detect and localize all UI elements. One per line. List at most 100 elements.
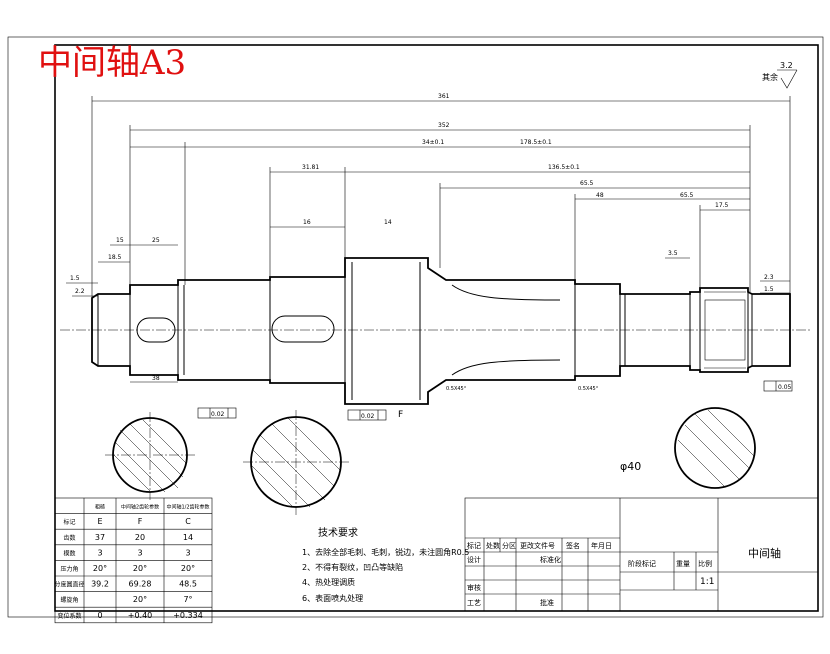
keyway-right: [271, 315, 335, 343]
gear-table: 粗糙 中间轴2齿轮参数中间轴1/2齿轮参数标记 E F C 齿数 37 20 14 模数 3 3 3 压力…: [54, 497, 213, 624]
dim-right-part: 178.5±0.1: [520, 139, 552, 146]
tb-zone: 分区: [502, 541, 516, 550]
dim-25: 25: [152, 237, 160, 244]
roughness-label: 其余: [762, 72, 778, 82]
tb-doc-no: 更改文件号: [520, 541, 555, 550]
gear-table-cell: 20: [135, 533, 145, 542]
gear-table-cell: C: [185, 517, 191, 526]
tb-part-name: 中间轴: [748, 546, 781, 560]
tech-item-2: 2、不得有裂纹，凹凸等缺陷: [302, 562, 403, 572]
tolerance-box-c: 0.05: [763, 380, 793, 392]
overlay-title: 中间轴A3: [38, 43, 186, 83]
dim-48: 48: [596, 192, 604, 199]
gear-table-header-cell: 中间轴1/2齿轮参数: [166, 504, 209, 511]
title-block: 标记 处数 分区 更改文件号 签名 年月日 设计 标准化 审核 工艺 批准 阶段…: [464, 497, 819, 612]
outer-border: [7, 36, 824, 618]
gear-table-cell: 48.5: [179, 580, 197, 589]
gear-table-cell: 变位系数: [57, 612, 81, 620]
gear-table-cell: 20°: [133, 595, 147, 604]
svg-text:0.02: 0.02: [211, 411, 225, 418]
dim-1-5: 1.5: [70, 275, 80, 282]
dim-span-bearing: 352: [438, 122, 450, 129]
shaft-profile: [91, 257, 791, 405]
tech-heading: 技术要求: [318, 526, 358, 539]
gear-table-cell: 3: [185, 548, 190, 557]
inner-border: [54, 44, 819, 612]
dimension-lines: 361 352 34±0.1 178.5±0.1 31.81 136.5±0.1…: [66, 93, 791, 420]
tolerance-box-a: 0.02: [197, 407, 237, 419]
dim-left-part: 34±0.1: [422, 139, 444, 146]
chamfer-left: 0.5X45°: [446, 386, 467, 392]
gear-table-cell: 20°: [181, 564, 195, 573]
tech-item-3: 4、热处理调质: [302, 577, 355, 587]
tb-scale: 1:1: [700, 577, 714, 587]
dim-38: 38: [152, 375, 160, 382]
tb-approve: 批准: [540, 598, 554, 607]
roughness-symbol: 3.2 其余: [762, 61, 798, 89]
gear-table-cell: +0.334: [173, 611, 203, 620]
dim-2-3: 2.3: [764, 274, 774, 281]
gear-table-cell: 螺旋角: [60, 596, 78, 604]
tech-item-1: 1、去除全部毛刺、毛刺，锐边，未注圆角R0.5: [302, 547, 469, 557]
gear-table-cell: 39.2: [91, 580, 109, 589]
tech-item-4: 6、表面喷丸处理: [302, 593, 363, 603]
tolerance-box-b: 0.02: [347, 409, 387, 421]
gear-table-cell: 3: [97, 548, 102, 557]
dim-overall: 361: [438, 93, 450, 100]
tb-process: 工艺: [467, 599, 481, 607]
tb-weight: 重量: [676, 560, 690, 568]
tb-scale-label: 比例: [698, 559, 712, 568]
dim-mid-span: 136.5±0.1: [548, 164, 580, 171]
gear-table-header-cell: 中间轴2齿轮参数: [121, 504, 159, 511]
gear-table-header-cell: 粗糙: [95, 504, 105, 511]
dim-2-2: 2.2: [75, 288, 85, 295]
gear-table-cell: 标记: [63, 518, 75, 526]
section-view-3: φ40: [620, 407, 756, 489]
roughness-value: 3.2: [780, 61, 793, 70]
gear-table-cell: 69.28: [129, 580, 152, 589]
dim-gear-width: 65.5: [580, 180, 594, 187]
tb-standard: 标准化: [540, 555, 561, 564]
gear-table-cell: F: [138, 517, 143, 526]
svg-text:0.02: 0.02: [361, 413, 375, 420]
gear-table-cell: 分度圆直径: [54, 581, 84, 589]
tech-requirements: 技术要求 1、去除全部毛刺、毛刺，锐边，未注圆角R0.5 2、不得有裂纹，凹凸等…: [302, 526, 469, 603]
dim-16: 16: [303, 219, 311, 226]
gear-table-cell: 20°: [133, 564, 147, 573]
tb-count: 处数: [486, 541, 500, 550]
tb-date: 年月日: [591, 541, 612, 550]
gear-table-cell: +0.40: [128, 611, 153, 620]
dim-3-5: 3.5: [668, 250, 678, 257]
svg-text:0.05: 0.05: [778, 384, 792, 391]
gear-table-cell: 0: [97, 611, 102, 620]
tb-check: 审核: [467, 583, 481, 592]
gear-table-cell: 7°: [183, 595, 192, 604]
tb-stage-mark: 阶段标记: [628, 559, 656, 568]
spline-section: [704, 299, 746, 361]
dim-18-5: 18.5: [108, 254, 122, 261]
keyway-left: [136, 317, 176, 343]
gear-table-cell: 压力角: [60, 565, 78, 573]
chamfer-right: 0.5X45°: [578, 386, 599, 392]
tb-sign: 签名: [566, 541, 580, 550]
dim-1-5b: 1.5: [764, 286, 774, 293]
gear-table-cell: 37: [95, 533, 105, 542]
gear-table-cell: 模数: [63, 549, 75, 557]
dim-14: 14: [384, 219, 392, 226]
section-view-2: [243, 410, 350, 515]
dim-15: 15: [116, 237, 124, 244]
gear-table-cell: 齿数: [63, 534, 75, 542]
gear-table-cell: 3: [137, 548, 142, 557]
section-view-1: [105, 412, 195, 500]
dim-65-5: 65.5: [680, 192, 694, 199]
tb-mark: 标记: [467, 541, 481, 550]
phi40-label: φ40: [620, 460, 641, 473]
gear-table-cell: E: [97, 517, 102, 526]
dim-17-5: 17.5: [715, 202, 729, 209]
gear-table-cell: 20°: [93, 564, 107, 573]
tb-design: 设计: [467, 555, 481, 564]
label-f: F: [398, 410, 403, 420]
gear-table-cell: 14: [183, 533, 193, 542]
dim-keyway-pos: 31.81: [302, 164, 319, 171]
